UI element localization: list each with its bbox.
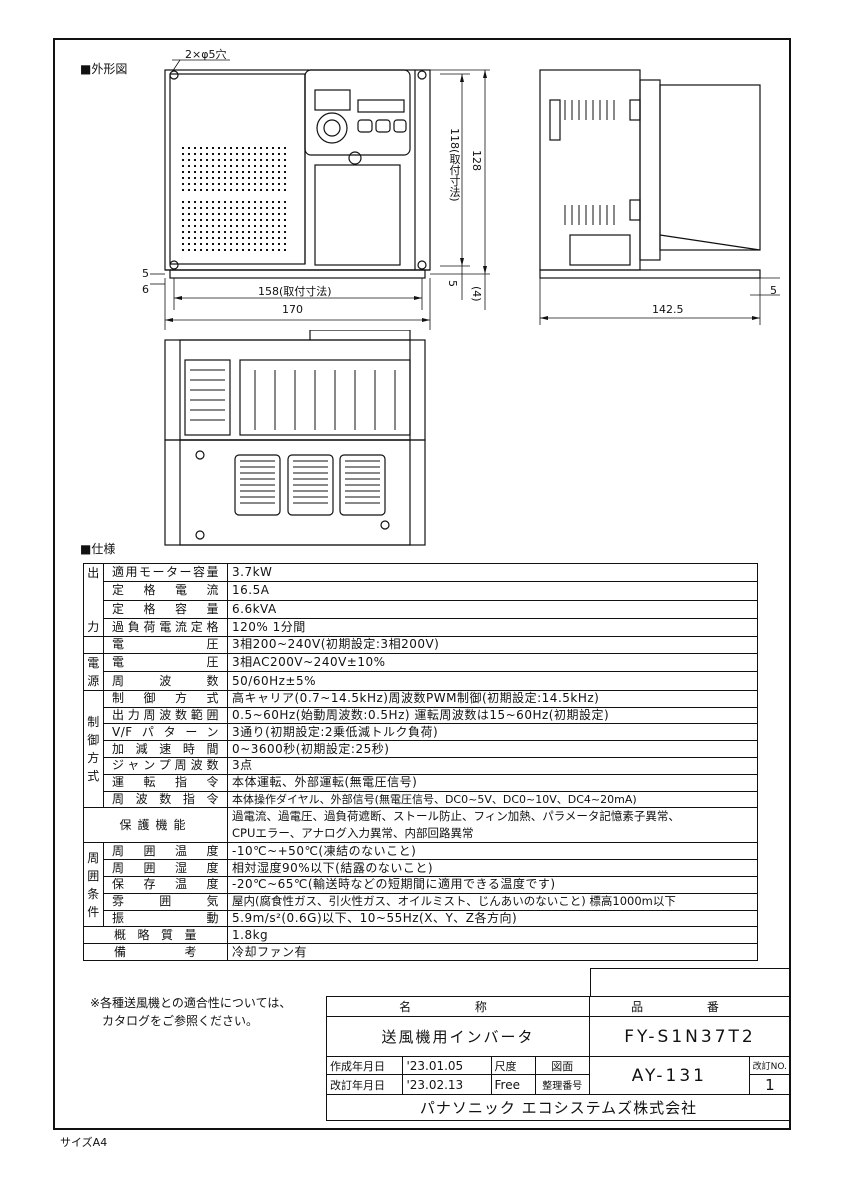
dim-width-mount: 158(取付寸法)	[258, 285, 332, 298]
table-row: 運転指令本体運転、外部運転(無電圧信号)	[84, 773, 758, 792]
table-row: 雰囲気屋内(腐食性ガス、引火性ガス、オイルミスト、じんあいのないこと) 標高10…	[84, 892, 758, 911]
dim-height-mount: 118(取付寸法)	[448, 128, 461, 202]
revision-number: 1	[748, 1074, 792, 1095]
dim-right-5: 5	[770, 284, 777, 297]
drawing-number: AY-131	[589, 1056, 750, 1095]
table-row: 出力 適用モーター容量 3.7kW	[83, 562, 758, 637]
dim-bottom-5: 5	[446, 280, 459, 287]
table-row: 周囲湿度相対湿度90%以下(結露のないこと)	[84, 859, 758, 877]
dim-depth: 142.5	[652, 303, 684, 316]
dim-width-total: 170	[282, 303, 303, 316]
vent-grid-left	[182, 147, 286, 251]
group-power: 電源	[83, 652, 104, 691]
title-block-top	[590, 968, 791, 997]
part-number: FY-S1N37T2	[589, 1016, 791, 1057]
note: ※各種送風機との適合性については、 カタログをご参照ください。	[90, 996, 292, 1028]
front-view-drawing	[150, 59, 490, 330]
side-view-drawing	[539, 69, 780, 325]
table-row: 周波数指令本体操作ダイヤル、外部信号(無電圧信号、DC0~5V、DC0~10V、…	[84, 790, 758, 809]
table-row: 備考冷却ファン有	[83, 943, 758, 961]
company-name: パナソニック エコシステムズ株式会社	[326, 1094, 791, 1121]
spec-heading: ■仕様	[80, 542, 116, 556]
group-output: 出力	[83, 563, 104, 637]
dim-left-6: 6	[142, 283, 149, 296]
product-name: 送風機用インバータ	[326, 1016, 590, 1057]
bottom-view-drawing	[164, 330, 426, 546]
title-block: 名 称 品 番 送風機用インバータ FY-S1N37T2 作成年月日 '23.0…	[325, 996, 792, 1121]
dim-left-5: 5	[142, 267, 149, 280]
dim-bottom-4: (4)	[470, 286, 483, 302]
drawing-frame	[53, 38, 791, 1130]
table-row: 保存温度-20℃~65℃(輸送時などの短期間に適用できる温度です)	[84, 875, 758, 894]
table-row: 周囲条件 周囲温度-10℃~+50℃(凍結のないこと)	[83, 842, 758, 928]
dim-height-total: 128	[470, 150, 483, 171]
hole-label: 2×φ5穴	[185, 48, 227, 61]
group-control: 制御方式	[83, 689, 104, 809]
paper-size: サイズA4	[60, 1136, 108, 1149]
table-row: 保護機能 過電流、過電圧、過負荷遮断、ストール防止、フィン加熱、パラメータ記憶素…	[83, 807, 758, 844]
table-row: 制御方式 制御方式高キャリア(0.7~14.5kHz)周波数PWM制御(初期設定…	[83, 689, 758, 809]
outline-heading: ■外形図	[80, 62, 128, 76]
group-environment: 周囲条件	[83, 842, 104, 928]
